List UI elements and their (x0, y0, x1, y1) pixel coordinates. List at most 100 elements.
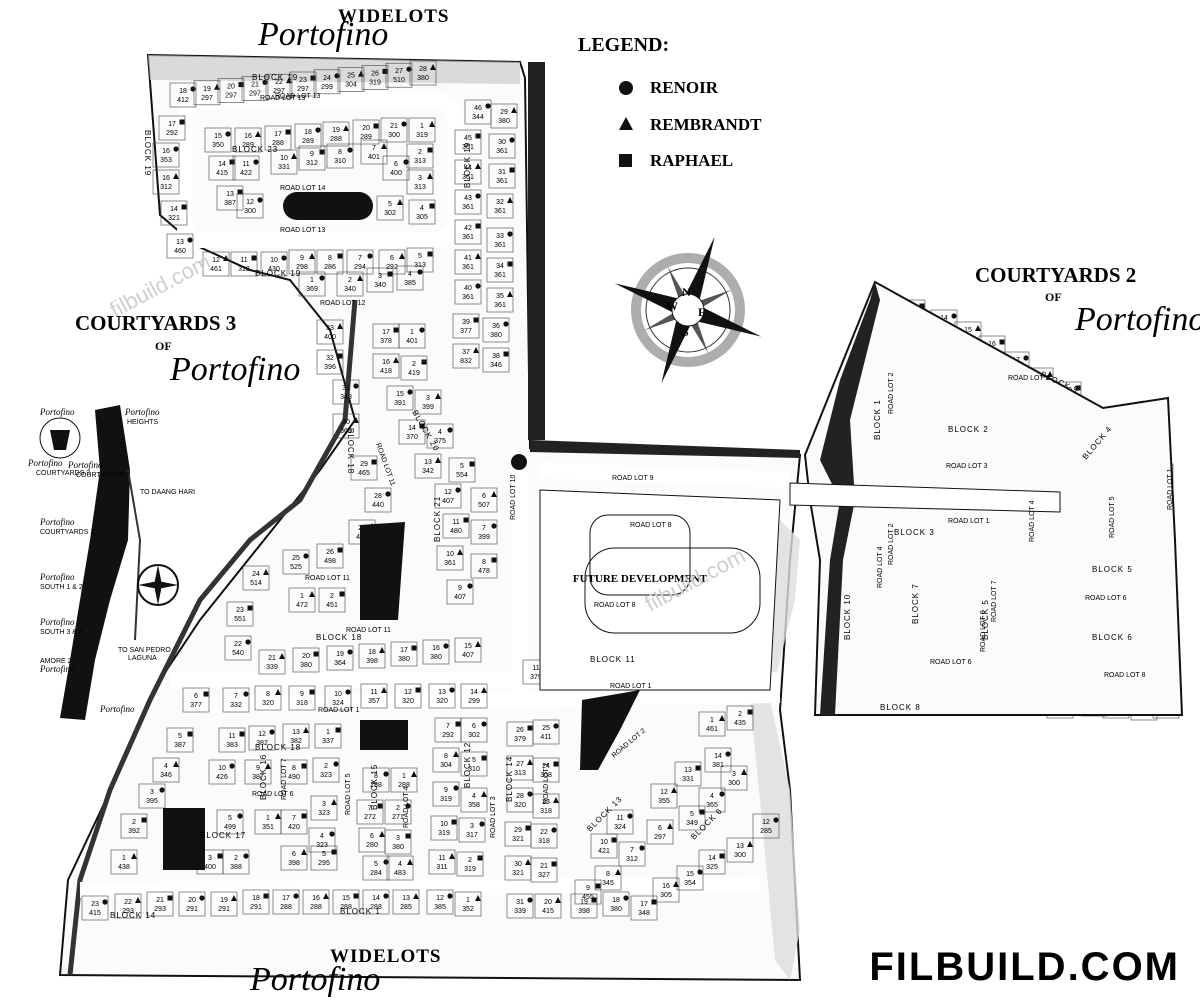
lot[interactable]: 6398 (280, 845, 308, 871)
lot[interactable]: 25304 (337, 67, 365, 92)
lot[interactable]: 12355 (650, 783, 678, 809)
lot[interactable]: 4385 (396, 265, 424, 291)
lot[interactable]: 2392 (120, 813, 148, 839)
lot[interactable]: 1319 (408, 117, 436, 143)
lot[interactable]: 1351 (254, 809, 282, 835)
lot[interactable]: 16353 (152, 142, 180, 168)
lot[interactable]: 3395 (138, 783, 166, 809)
lot[interactable]: 34361 (486, 257, 514, 283)
lot[interactable]: 10426 (208, 759, 236, 785)
lot[interactable]: 7294 (346, 249, 374, 275)
lot[interactable]: 25525 (282, 549, 310, 575)
lot[interactable]: 12407 (434, 483, 462, 509)
lot[interactable]: 20415 (534, 893, 562, 919)
lot[interactable]: 15391 (386, 385, 414, 411)
lot[interactable]: 41361 (454, 249, 482, 275)
lot[interactable]: 5295 (310, 845, 338, 871)
lot[interactable]: 12382 (248, 725, 276, 751)
lot[interactable]: 3300 (720, 765, 748, 791)
lot[interactable]: 22540 (224, 635, 252, 661)
lot[interactable]: 14288 (362, 889, 390, 915)
lot[interactable]: 7272 (356, 799, 384, 825)
lot[interactable]: 16418 (372, 353, 400, 379)
lot[interactable]: 22318 (530, 823, 558, 849)
lot[interactable]: 10421 (590, 833, 618, 859)
lot[interactable]: 13387 (216, 185, 244, 211)
lot[interactable]: 10430 (260, 251, 288, 277)
lot[interactable]: 9387 (244, 759, 272, 785)
lot[interactable]: 21293 (146, 891, 174, 917)
lot[interactable]: 3323 (310, 795, 338, 821)
lot[interactable]: 5499 (216, 809, 244, 835)
lot[interactable]: 14299 (460, 683, 488, 709)
lot[interactable]: 13285 (392, 889, 420, 915)
lot[interactable]: 12300 (236, 193, 264, 219)
lot[interactable]: 9318 (288, 685, 316, 711)
lot[interactable]: 4346 (152, 757, 180, 783)
lot[interactable]: 11357 (360, 683, 388, 709)
lot[interactable]: 2323 (312, 757, 340, 783)
lot[interactable]: 21300 (380, 117, 408, 143)
lot[interactable]: 11318 (230, 251, 258, 277)
lot[interactable]: 15350 (204, 127, 232, 153)
lot[interactable]: 1401 (398, 323, 426, 349)
lot[interactable]: 18289 (294, 123, 322, 149)
lot[interactable]: 37832 (452, 343, 480, 369)
lot[interactable]: 16305 (652, 877, 680, 903)
lot[interactable]: 21327 (530, 857, 558, 883)
lot[interactable]: 1288 (390, 767, 418, 793)
lot[interactable]: 19398 (570, 893, 598, 919)
lot[interactable]: 1472 (288, 587, 316, 613)
lot[interactable]: 13331 (674, 761, 702, 787)
lot[interactable]: 5554 (448, 457, 476, 483)
lot[interactable]: 19288 (322, 121, 350, 147)
lot[interactable]: 10331 (270, 149, 298, 175)
lot[interactable]: 13320 (428, 683, 456, 709)
lot[interactable]: 3399 (414, 389, 442, 415)
lot[interactable]: 29465 (350, 455, 378, 481)
lot[interactable]: 31361 (488, 163, 516, 189)
lot[interactable]: 10324 (324, 685, 352, 711)
lot[interactable]: 10361 (436, 545, 464, 571)
lot[interactable]: 1461 (698, 711, 726, 737)
lot[interactable]: 8345 (594, 865, 622, 891)
lot[interactable]: 6302 (460, 717, 488, 743)
lot[interactable]: 20380 (292, 647, 320, 673)
lot[interactable]: 7401 (360, 139, 388, 165)
lot[interactable]: 31339 (506, 893, 534, 919)
lot[interactable]: 8288 (362, 767, 390, 793)
lot[interactable]: 28380 (409, 60, 437, 86)
lot[interactable]: 11324 (606, 809, 634, 835)
lot[interactable]: 23551 (226, 601, 254, 627)
lot[interactable]: 6507 (470, 487, 498, 513)
lot[interactable]: 20289 (352, 119, 380, 145)
lot[interactable]: 12320 (394, 683, 422, 709)
lot[interactable]: 13300 (726, 837, 754, 863)
lot[interactable]: 19364 (326, 645, 354, 671)
lot[interactable]: 20297 (217, 78, 245, 103)
lot[interactable]: 9407 (446, 579, 474, 605)
lot[interactable]: 16312 (152, 169, 180, 195)
lot[interactable]: 11422 (232, 155, 260, 181)
lot[interactable]: 4358 (460, 787, 488, 813)
lot[interactable]: 14325 (698, 849, 726, 875)
lot[interactable]: 8286 (316, 249, 344, 275)
lot[interactable]: 6377 (182, 687, 210, 713)
lot[interactable]: 4375 (426, 423, 454, 449)
lot[interactable]: 4305 (408, 199, 436, 225)
lot[interactable]: 28440 (364, 487, 392, 513)
lot[interactable]: 32361 (486, 193, 514, 219)
lot[interactable]: 26319 (361, 65, 389, 90)
lot[interactable]: 1352 (454, 891, 482, 917)
lot[interactable]: 14370 (398, 419, 426, 445)
lot[interactable]: 9455 (574, 879, 602, 905)
lot[interactable]: 38346 (482, 347, 510, 373)
lot[interactable]: 36380 (482, 317, 510, 343)
lot[interactable]: 6297 (646, 819, 674, 845)
lot[interactable]: 32396 (316, 349, 344, 375)
lot[interactable]: 5349 (678, 805, 706, 831)
lot[interactable]: 5310 (460, 751, 488, 777)
lot[interactable]: 4483 (386, 855, 414, 881)
lot[interactable]: 12385 (426, 889, 454, 915)
lot[interactable]: 19291 (210, 891, 238, 917)
